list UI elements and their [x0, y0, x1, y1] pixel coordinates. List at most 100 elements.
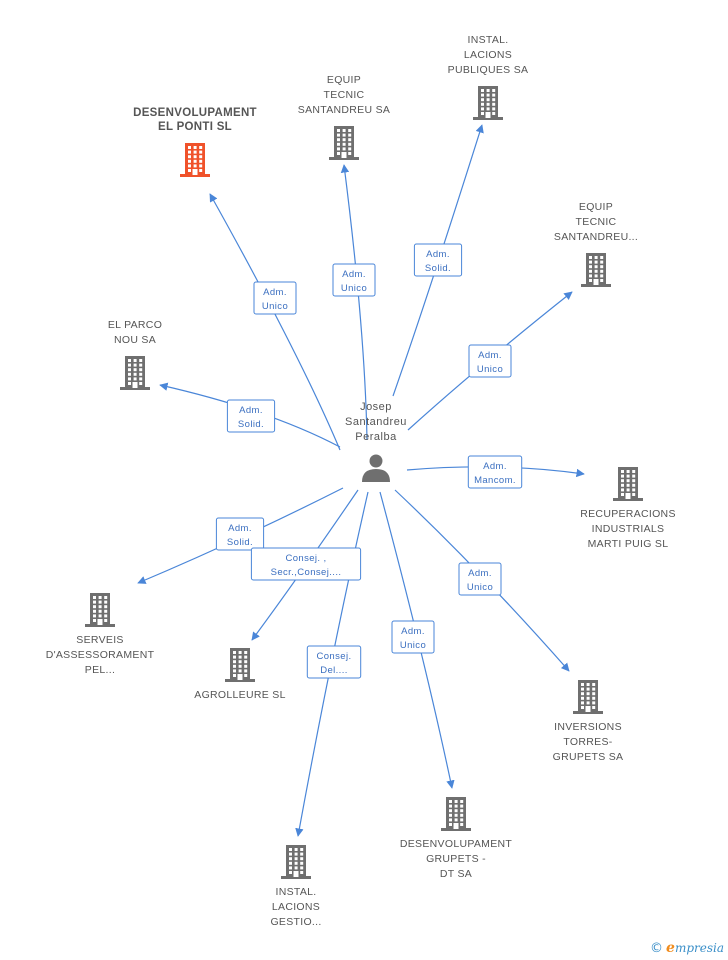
relation-label-text-line: Unico	[341, 283, 367, 294]
company-name-line: SANTANDREU SA	[298, 104, 390, 116]
building-icon[interactable]	[281, 845, 311, 879]
building-icon[interactable]	[85, 593, 115, 627]
relation-label-text: Adm. Unico	[400, 626, 426, 651]
company-name-line: TORRES-	[563, 736, 612, 748]
person-name-line: Peralba	[355, 431, 397, 443]
relation-label-text: Adm. Unico	[341, 269, 367, 294]
person-icon[interactable]	[362, 454, 390, 483]
relation-label-text-line: Unico	[262, 301, 288, 312]
company-name-line: DT SA	[440, 868, 472, 880]
relation-label-text-line: Adm.	[468, 568, 492, 579]
building-icon[interactable]	[473, 86, 503, 120]
relation-label-text-line: Solid.	[238, 419, 264, 430]
relation-label-text: Adm. Unico	[467, 568, 493, 593]
relation-label-text-line: Adm.	[239, 405, 263, 416]
company-name-line: TECNIC	[324, 89, 365, 101]
relation-label-text-line: Unico	[477, 364, 503, 375]
company-name-line: INSTAL.	[276, 886, 317, 898]
company-name-line: EL PONTI SL	[158, 121, 232, 133]
company-name-line: PEL...	[85, 664, 115, 676]
relation-label-text-line: Adm.	[426, 249, 450, 260]
relation-label[interactable]: Adm. Unico	[391, 620, 435, 654]
company-name-line: EL PARCO	[108, 319, 162, 331]
company-name-line: INDUSTRIALS	[592, 523, 665, 535]
company-name-line: D'ASSESSORAMENT	[46, 649, 155, 661]
relation-label-text-line: Unico	[400, 640, 426, 651]
relation-label[interactable]: Consej.Del....	[306, 645, 362, 679]
person-name-line: Josep	[360, 401, 392, 413]
relation-label-text-line: Secr.,Consej....	[271, 567, 342, 578]
relation-label-box	[391, 620, 435, 654]
copyright-symbol: ©	[650, 940, 664, 956]
company-node[interactable]: INSTAL. LACIONS PUBLIQUES SA	[448, 34, 529, 120]
relation-label[interactable]: Adm.Mancom.	[467, 455, 523, 489]
company-name: DESENVOLUPAMENT EL PONTI SL	[133, 107, 257, 133]
relation-label-text-line: Adm.	[401, 626, 425, 637]
brand-watermark: © empresia	[650, 939, 724, 957]
building-icon[interactable]	[225, 648, 255, 682]
relation-label-text-line: Unico	[467, 582, 493, 593]
relation-label-box	[215, 517, 265, 551]
company-node[interactable]: EL PARCO NOU SA	[108, 319, 162, 390]
relation-label[interactable]: Adm.Unico	[468, 344, 512, 378]
relation-label-text: Adm. Solid.	[425, 249, 451, 274]
company-name-line: LACIONS	[464, 49, 512, 61]
building-icon[interactable]	[613, 467, 643, 501]
building-icon[interactable]	[573, 680, 603, 714]
building-icon[interactable]	[581, 253, 611, 287]
company-name-line: INSTAL.	[468, 34, 509, 46]
company-name-line: MARTI PUIG SL	[588, 538, 669, 550]
company-name-line: DESENVOLUPAMENT	[133, 107, 257, 119]
building-icon[interactable]	[120, 356, 150, 390]
company-name-line: EQUIP	[327, 74, 361, 86]
company-name-line: INVERSIONS	[554, 721, 622, 733]
company-name-line: LACIONS	[272, 901, 320, 913]
building-icon[interactable]	[441, 797, 471, 831]
relation-label-text: Consej.Del....	[316, 651, 351, 676]
relation-label-text: Consej. , Secr.,Consej....	[271, 553, 342, 578]
company-node[interactable]: DESENVOLUPAMENT EL PONTI SL	[133, 107, 257, 177]
company-name-line: AGROLLEURE SL	[194, 689, 285, 701]
company-node[interactable]: EQUIP TECNIC SANTANDREU SA	[298, 74, 390, 160]
company-node[interactable]: RECUPERACIONS INDUSTRIALS MARTI PUIG SL	[580, 467, 676, 550]
relation-label[interactable]: Adm.Unico	[253, 281, 297, 315]
building-icon[interactable]	[180, 143, 210, 177]
relation-label-box	[413, 243, 463, 277]
relation-label-box	[468, 344, 512, 378]
relation-label-box	[253, 281, 297, 315]
company-name-line: PUBLIQUES SA	[448, 64, 529, 76]
company-name-line: NOU SA	[114, 334, 156, 346]
relation-label-text-line: Consej. ,	[285, 553, 326, 564]
relation-label[interactable]: Adm. Unico	[458, 562, 502, 596]
company-node[interactable]: AGROLLEURE SL	[194, 648, 285, 701]
relation-label-text-line: Adm.	[483, 461, 507, 472]
company-name-line: GESTIO...	[270, 916, 321, 928]
relation-label[interactable]: Adm. Solid.	[226, 399, 276, 433]
relation-label-text: Adm.Unico	[262, 287, 288, 312]
relation-label-text-line: Solid.	[425, 263, 451, 274]
relation-label[interactable]: Adm.Solid.	[215, 517, 265, 551]
brand-name-rest: mpresia	[674, 941, 724, 955]
building-icon[interactable]	[329, 126, 359, 160]
company-name: INSTAL. LACIONS PUBLIQUES SA	[448, 34, 529, 76]
company-name-line: RECUPERACIONS	[580, 508, 676, 520]
relation-label[interactable]: Adm. Unico	[332, 263, 376, 297]
company-node[interactable]: INSTAL. LACIONS GESTIO...	[270, 845, 321, 928]
company-name: AGROLLEURE SL	[194, 689, 285, 701]
company-name-line: TECNIC	[576, 216, 617, 228]
relation-label-box	[306, 645, 362, 679]
relation-label[interactable]: Consej. , Secr.,Consej....	[250, 547, 362, 581]
relation-label-box	[467, 455, 523, 489]
company-name: INSTAL. LACIONS GESTIO...	[270, 886, 321, 928]
relation-label-text-line: Adm.	[342, 269, 366, 280]
relation-label[interactable]: Adm. Solid.	[413, 243, 463, 277]
relation-label-text-line: Solid.	[227, 537, 253, 548]
